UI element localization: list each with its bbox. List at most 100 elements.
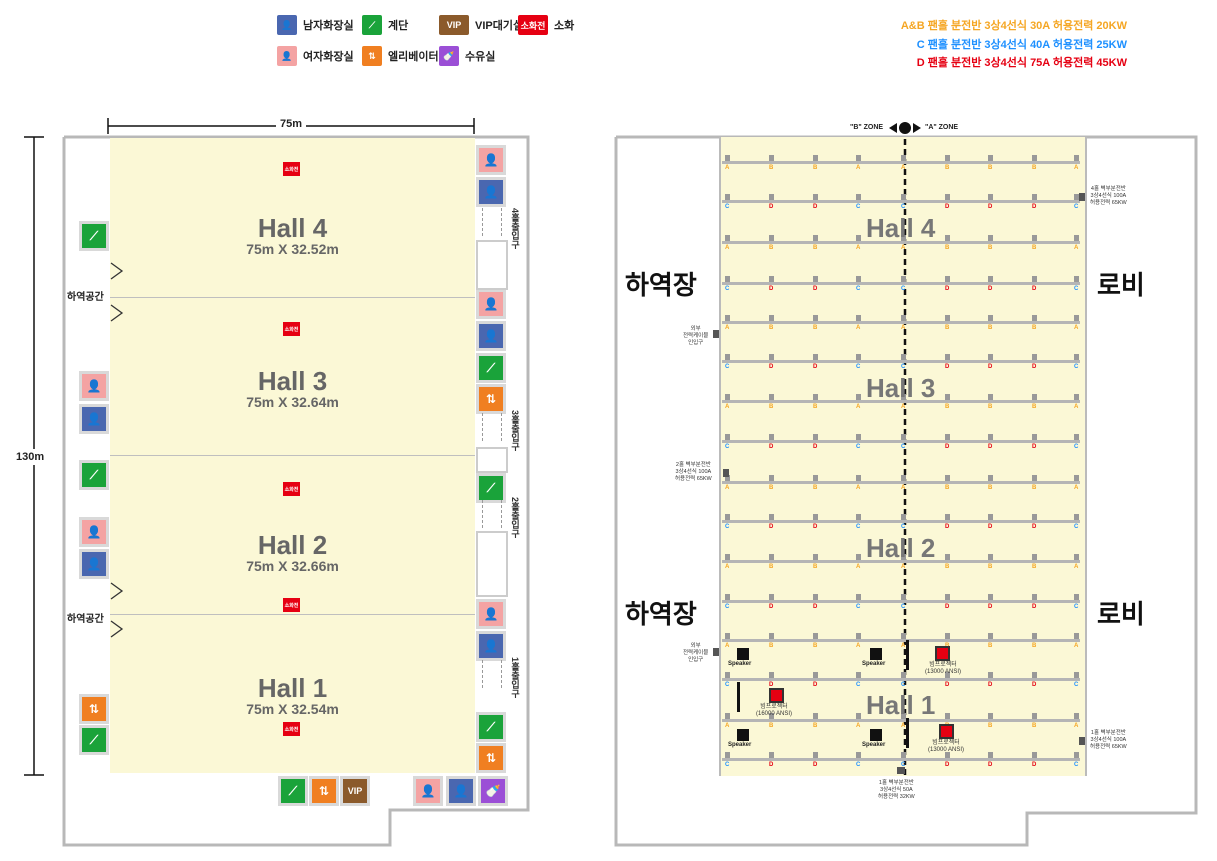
outlet-letter: D (988, 604, 993, 610)
outlet-letter: D (1032, 204, 1037, 210)
male-restroom-icon: 👤 (79, 549, 109, 579)
outlet-letter: A (856, 165, 861, 171)
outlet-letter: D (988, 762, 993, 768)
note-line: 3상4선식 100A (675, 469, 712, 475)
booth-row-line (722, 481, 1080, 484)
outlet-post (988, 354, 993, 360)
projector-icon (939, 724, 954, 739)
note-line: 허용전력 65KW (675, 476, 712, 482)
outlet-letter: D (1032, 364, 1037, 370)
speaker-label: Speaker (728, 661, 752, 667)
outlet-letter: D (945, 204, 950, 210)
outlet-letter: A (1074, 165, 1079, 171)
outlet-letter: B (945, 245, 950, 251)
outlet-letter: C (1074, 524, 1079, 530)
outlet-letter: B (988, 564, 993, 570)
legend-label: 소화 (554, 20, 575, 32)
outlet-letter: C (901, 204, 906, 210)
outlet-letter: A (901, 485, 906, 491)
note-line: 외부 (690, 326, 701, 332)
outlet-letter: D (1032, 604, 1037, 610)
outlet-post (725, 354, 730, 360)
outlet-post (901, 594, 906, 600)
outlet-post (1074, 475, 1079, 481)
outlet-post (1074, 354, 1079, 360)
speaker-label: Speaker (728, 742, 752, 748)
outlet-letter: B (1032, 643, 1037, 649)
outlet-post (901, 276, 906, 282)
outlet-letter: B (1032, 165, 1037, 171)
female-restroom-icon: 👤 (476, 599, 506, 629)
note-line: 3상4선식 100A (1090, 737, 1127, 743)
outlet-post (813, 155, 818, 161)
vip-room-icon: VIP (340, 776, 370, 806)
outlet-post (813, 276, 818, 282)
hall-1-area: Hall 1 75m X 32.54m (110, 615, 475, 773)
outlet-letter: D (988, 286, 993, 292)
female-restroom-icon: 👤 (79, 517, 109, 547)
speaker-icon (870, 729, 882, 741)
outlet-post (769, 633, 774, 639)
projector-icon (935, 646, 950, 661)
outlet-letter: B (945, 165, 950, 171)
outlet-post (945, 235, 950, 241)
outlet-letter: C (901, 364, 906, 370)
stairs-icon: ⟋ (476, 712, 506, 742)
outlet-post (813, 315, 818, 321)
outlet-letter: D (769, 682, 774, 688)
outlet-letter: D (769, 364, 774, 370)
entrance-door (482, 660, 502, 688)
outlet-post (725, 475, 730, 481)
outlet-letter: B (988, 245, 993, 251)
entrance-label: 2홀출입구 (510, 497, 520, 539)
outlet-letter: B (813, 485, 818, 491)
note-line: (13000 ANSI) (925, 669, 962, 675)
outlet-post (1032, 633, 1037, 639)
service-bay (476, 531, 508, 597)
outlet-post (725, 633, 730, 639)
outlet-post (901, 434, 906, 440)
vip-icon: VIP (439, 15, 469, 35)
external-cable-note: 외부 전력케이블 인입구 (683, 326, 708, 347)
outlet-post (945, 672, 950, 678)
hall-size: 75m X 32.54m (246, 701, 339, 717)
outlet-letter: B (769, 564, 774, 570)
outlet-letter: D (988, 364, 993, 370)
outlet-letter: D (945, 444, 950, 450)
power-panel-marker (1079, 737, 1085, 745)
outlet-letter: A (901, 404, 906, 410)
booth-row-line (722, 200, 1080, 203)
outlet-post (725, 315, 730, 321)
hall-title: Hall 4 (257, 213, 328, 243)
hall-title: Hall 3 (257, 366, 328, 396)
outlet-letter: C (725, 524, 730, 530)
outlet-letter: B (813, 643, 818, 649)
note-line: 외부 (690, 643, 701, 649)
booth-row-line (722, 241, 1080, 244)
outlet-post (813, 475, 818, 481)
outlet-letter: A (1074, 643, 1079, 649)
outlet-post (988, 554, 993, 560)
outlet-post (1074, 633, 1079, 639)
speaker-label: Speaker (862, 661, 886, 667)
outlet-post (901, 633, 906, 639)
outlet-letter: D (945, 604, 950, 610)
hall-title: Hall 2 (866, 533, 936, 563)
outlet-letter: A (901, 723, 906, 729)
outlet-post (856, 633, 861, 639)
legend-label: 남자화장실 (303, 20, 354, 32)
power-d: D 팬홀 분전반 3상4선식 75A 허용전력 45KW (916, 57, 1127, 69)
outlet-letter: B (813, 564, 818, 570)
booth-row-line (722, 360, 1080, 363)
outlet-post (988, 315, 993, 321)
note-line: 허용전력 65KW (1090, 744, 1127, 750)
fire-hydrant-icon: 소화전 (283, 722, 300, 736)
outlet-post (769, 155, 774, 161)
booth-row-line (722, 678, 1080, 681)
outlet-post (725, 752, 730, 758)
outlet-letter: A (1074, 325, 1079, 331)
note-line: 허용전력 32KW (878, 794, 915, 800)
outlet-post (1074, 155, 1079, 161)
fire-hydrant-icon: 소화전 (283, 162, 300, 176)
outlet-post (856, 354, 861, 360)
